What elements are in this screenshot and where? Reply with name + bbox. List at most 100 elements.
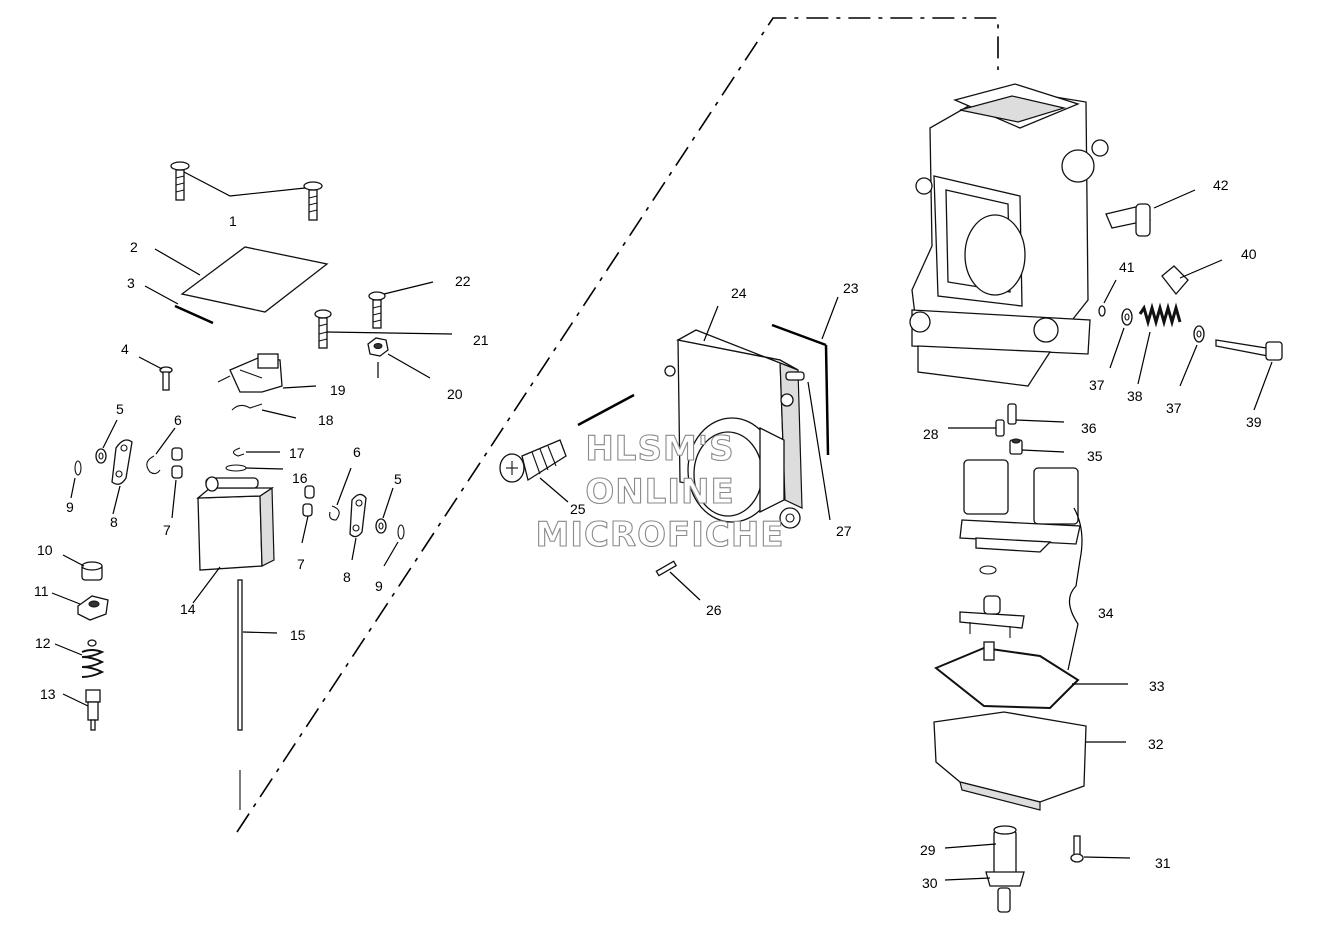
callout-7b: 7 xyxy=(297,556,305,572)
callout-10: 10 xyxy=(37,542,53,558)
part-41-washer xyxy=(1098,279,1117,317)
part-6-clip-left xyxy=(146,427,176,475)
callout-3: 3 xyxy=(127,275,135,291)
callout-9b: 9 xyxy=(375,578,383,594)
part-10-cap xyxy=(62,554,103,581)
part-15-needle xyxy=(237,579,278,810)
part-37-washers xyxy=(1109,308,1205,387)
callout-17: 17 xyxy=(289,445,305,461)
callout-41: 41 xyxy=(1119,259,1135,275)
callout-18: 18 xyxy=(318,412,334,428)
callout-8b: 8 xyxy=(343,569,351,585)
callout-38: 38 xyxy=(1127,388,1143,404)
watermark-line-3: MICROFICHE xyxy=(535,515,784,555)
part-35-jet xyxy=(1009,438,1065,455)
part-3-gasket xyxy=(144,285,214,325)
part-28-36-jets xyxy=(948,403,1065,437)
callout-12: 12 xyxy=(35,635,51,651)
part-22-screw xyxy=(368,281,434,329)
callout-22: 22 xyxy=(455,273,471,289)
part-29-30-drain xyxy=(944,825,1025,913)
callout-7a: 7 xyxy=(163,522,171,538)
part-18-clip xyxy=(231,403,297,419)
callout-4: 4 xyxy=(121,341,129,357)
part-38-spring xyxy=(1137,302,1182,385)
callout-23: 23 xyxy=(843,280,859,296)
part-8-link-right xyxy=(349,493,367,561)
callout-29: 29 xyxy=(920,842,936,858)
part-16-ring xyxy=(225,464,284,472)
callout-2: 2 xyxy=(130,239,138,255)
callout-32: 32 xyxy=(1148,736,1164,752)
callout-37a: 37 xyxy=(1089,377,1105,393)
part-24-housing xyxy=(664,305,805,529)
part-23-rod xyxy=(771,296,839,456)
callout-31: 31 xyxy=(1155,855,1171,871)
callout-6a: 6 xyxy=(174,412,182,428)
part-5-washer-right xyxy=(375,487,394,534)
part-12-spring xyxy=(54,639,105,678)
callout-16: 16 xyxy=(292,470,308,486)
callout-20: 20 xyxy=(447,386,463,402)
callout-14: 14 xyxy=(180,601,196,617)
part-7-bushings-right xyxy=(301,485,315,544)
callout-26: 26 xyxy=(706,602,722,618)
part-14-slide xyxy=(192,476,275,604)
callout-24: 24 xyxy=(731,285,747,301)
part-5-washer-left xyxy=(95,419,118,464)
callout-34: 34 xyxy=(1098,605,1114,621)
watermark-line-2: ONLINE xyxy=(585,472,734,512)
part-7-bushings-left xyxy=(171,447,183,519)
callout-42: 42 xyxy=(1213,177,1229,193)
part-27-lead xyxy=(807,381,831,521)
part-32-float-bowl xyxy=(933,711,1126,811)
part-21-screw xyxy=(314,309,453,349)
part-2-cover xyxy=(154,246,329,313)
assembly-guide-line xyxy=(236,17,999,833)
callout-5a: 5 xyxy=(116,401,124,417)
callout-30: 30 xyxy=(922,875,938,891)
callout-labels: 1 2 3 4 5 5 6 6 7 7 8 8 9 9 10 11 12 13 … xyxy=(34,177,1262,891)
callout-19: 19 xyxy=(330,382,346,398)
callout-1: 1 xyxy=(229,213,237,229)
part-34-float-assembly xyxy=(959,459,1083,671)
callout-21: 21 xyxy=(473,332,489,348)
callout-40: 40 xyxy=(1241,246,1257,262)
callout-6b: 6 xyxy=(353,444,361,460)
part-13-plunger xyxy=(62,689,101,731)
part-9-ring-right xyxy=(383,524,405,567)
callout-37b: 37 xyxy=(1166,400,1182,416)
callout-9a: 9 xyxy=(66,499,74,515)
callout-36: 36 xyxy=(1081,420,1097,436)
part-4-screw xyxy=(138,356,173,391)
part-33-gasket xyxy=(934,641,1128,710)
callout-8a: 8 xyxy=(110,514,118,530)
part-6-clip-right xyxy=(329,467,352,521)
part-11-nut xyxy=(51,592,109,621)
callout-13: 13 xyxy=(40,686,56,702)
part-26-pin xyxy=(655,560,701,601)
callout-15: 15 xyxy=(290,627,306,643)
callout-5b: 5 xyxy=(394,471,402,487)
part-17-eclip xyxy=(232,447,280,457)
callout-35: 35 xyxy=(1087,448,1103,464)
watermark-line-1: HLSM'S xyxy=(585,429,734,469)
part-8-link-left xyxy=(111,439,133,515)
callout-25: 25 xyxy=(570,501,586,517)
callout-39: 39 xyxy=(1246,414,1262,430)
callout-33: 33 xyxy=(1149,678,1165,694)
callout-27: 27 xyxy=(836,523,852,539)
part-31-screw xyxy=(1070,835,1131,863)
part-9-ring-left xyxy=(70,460,82,499)
part-1-screws xyxy=(170,161,323,221)
part-40-cap xyxy=(1161,259,1223,296)
watermark: HLSM'S ONLINE MICROFICHE xyxy=(535,428,784,555)
callout-11: 11 xyxy=(34,583,49,599)
part-39-screw xyxy=(1215,339,1283,411)
carburetor-body xyxy=(909,83,1109,387)
part-20-nut xyxy=(367,337,431,379)
part-25-screw xyxy=(499,393,635,503)
callout-28: 28 xyxy=(923,426,939,442)
